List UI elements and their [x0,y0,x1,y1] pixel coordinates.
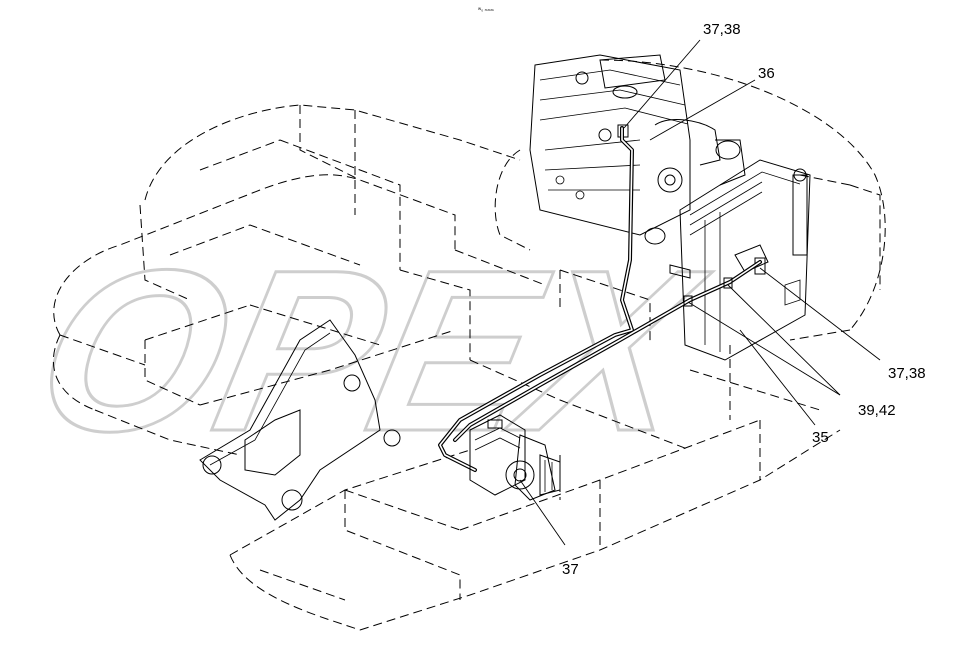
machine-frame-outline [52,59,886,631]
leader-lines [519,39,881,546]
radiator [669,159,811,361]
callout-36: 36 [758,65,775,82]
callout-37-38-right: 37,38 [888,365,926,382]
watermark: OPEX [17,221,726,481]
callout-35: 35 [812,429,829,446]
callout-37-bottom: 37 [562,561,579,578]
pump-assembly [469,414,561,501]
loader-arm-bracket [199,319,401,521]
watermark-text: OPEX [18,222,724,479]
callout-39-42: 39,42 [858,402,896,419]
hydraulic-line [438,126,762,472]
callouts: 37,38 36 37,38 39,42 35 37 [562,21,926,578]
callout-37-38-top: 37,38 [703,21,741,38]
header-mark: ᵂ₀ ₘₘₘ [478,7,494,13]
engine-block [529,54,746,245]
